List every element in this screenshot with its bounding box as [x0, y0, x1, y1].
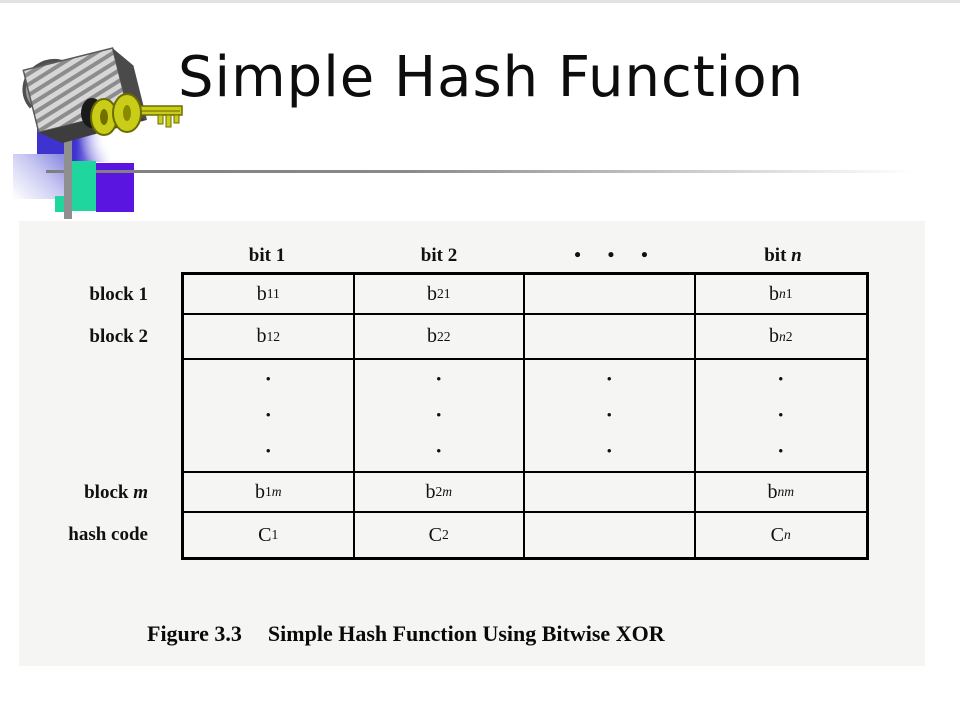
row-label-block-2: block 2	[89, 326, 148, 347]
col-header-bit-1: bit 1	[248, 245, 286, 266]
padlock-and-keys-icon	[22, 47, 183, 144]
vertical-ellipsis: •••	[606, 372, 612, 460]
vertical-ellipsis: •••	[778, 372, 784, 460]
figure-caption-text: Simple Hash Function Using Bitwise XOR	[267, 621, 665, 646]
table-cell: •••	[184, 360, 355, 473]
decor-vertical-bar	[64, 121, 72, 219]
vertical-ellipsis: •••	[265, 372, 271, 460]
table-cell	[525, 473, 696, 513]
title-divider-line	[46, 170, 950, 173]
decor-square-teal	[71, 161, 96, 211]
row-label-hash-code: hash code	[68, 524, 148, 545]
keys-icon	[81, 93, 183, 136]
decor-square-lavender	[13, 154, 65, 199]
figure-panel: bit 1 bit 2 • • • bit n block 1 block 2 …	[19, 221, 925, 666]
col-header-ellipsis: • • •	[574, 245, 648, 266]
table-cell	[525, 513, 696, 557]
table-cell	[525, 275, 696, 315]
col-header-bit-2: bit 2	[420, 245, 458, 266]
figure-caption: Figure 3.3 Simple Hash Function Using Bit…	[147, 621, 665, 647]
table-cell: •••	[354, 360, 525, 473]
vertical-ellipsis: •••	[436, 372, 442, 460]
row-label-block-1: block 1	[89, 284, 148, 305]
row-label-block-m: block m	[84, 482, 148, 503]
table-cell: •••	[695, 360, 866, 473]
table-cell	[525, 315, 696, 360]
table-cell: •••	[525, 360, 696, 473]
column-headers: bit 1 bit 2 • • • bit n	[181, 243, 869, 269]
figure-caption-number: Figure 3.3	[147, 621, 242, 646]
col-header-bit-n: bit n	[764, 245, 802, 266]
slide-title: Simple Hash Function	[178, 45, 805, 110]
